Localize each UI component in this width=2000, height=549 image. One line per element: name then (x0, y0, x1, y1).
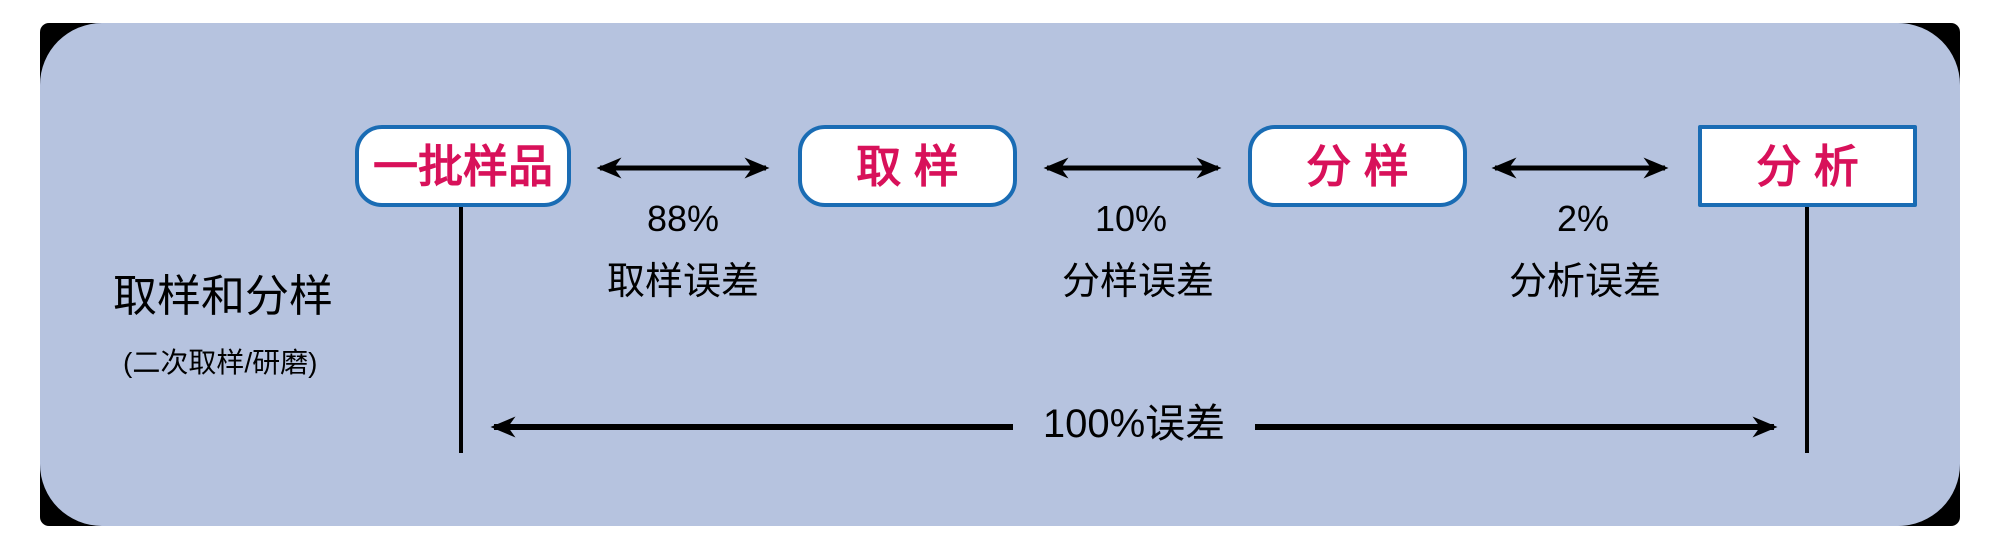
splitting-error-label: 分样误差 (1061, 261, 1215, 303)
sampling-error-label: 取样误差 (606, 261, 760, 303)
card-backing: 取样和分样 (二次取样/研磨) (40, 23, 1960, 526)
analysis-error-percent: 2% (1556, 198, 1610, 239)
diagram-canvas: 取样和分样 (二次取样/研磨) (40, 23, 1960, 526)
node-analysis-label: 分 析 (1756, 140, 1859, 192)
total-error-label: 100%误差 (1042, 402, 1226, 446)
splitting-error-percent: 10% (1094, 198, 1168, 239)
node-sampling-label: 取 样 (856, 140, 959, 192)
node-batch: 一批样品 (355, 125, 571, 207)
node-splitting: 分 样 (1248, 125, 1467, 207)
diagram-subtitle: (二次取样/研磨) (123, 347, 318, 378)
diagram-title: 取样和分样 (113, 272, 333, 321)
node-splitting-label: 分 样 (1306, 140, 1409, 192)
analysis-error-label: 分析误差 (1508, 261, 1662, 303)
node-sampling: 取 样 (798, 125, 1017, 207)
node-analysis: 分 析 (1698, 125, 1917, 207)
node-batch-label: 一批样品 (372, 140, 553, 192)
sampling-error-percent: 88% (646, 198, 720, 239)
